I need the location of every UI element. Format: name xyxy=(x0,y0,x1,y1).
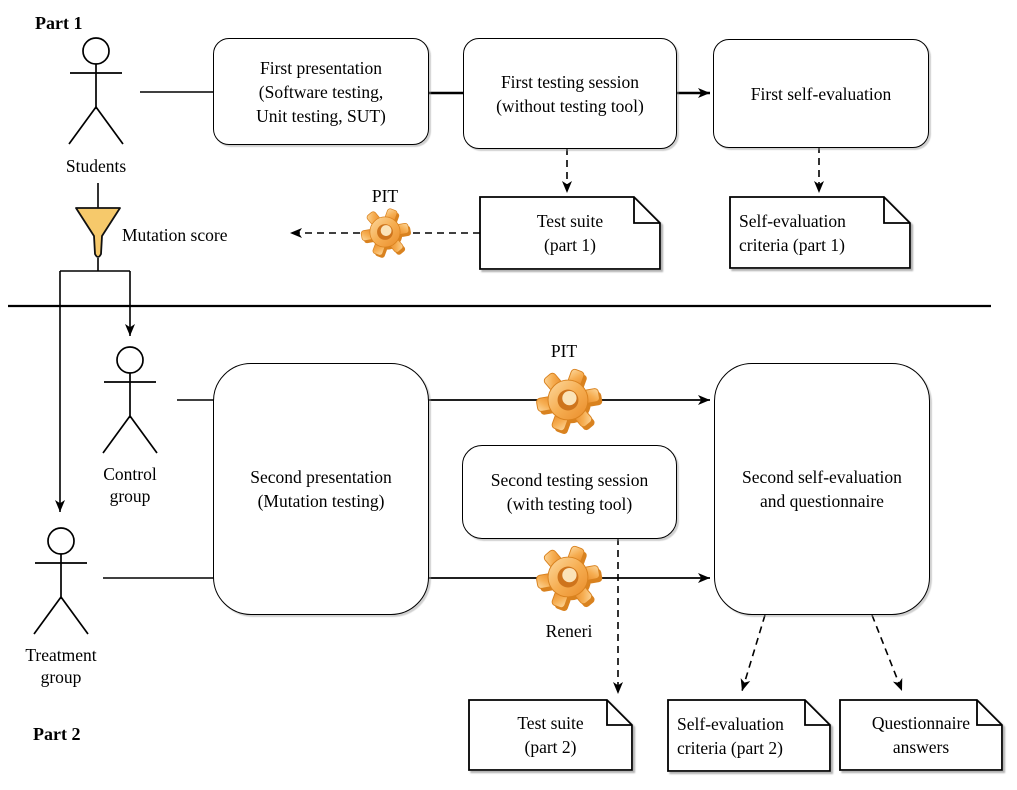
doc-text-line: Self-evaluation xyxy=(739,210,846,231)
box-text-line: (Software testing, xyxy=(258,81,384,102)
control-group-stick-figure-icon xyxy=(102,346,158,454)
test-suite2-label: Test suite (part 2) xyxy=(469,700,632,770)
first-self-evaluation-box: First self-evaluation xyxy=(713,39,929,148)
reneri-gear-icon xyxy=(536,545,603,612)
second-self-evaluation-box: Second self-evaluation and questionnaire xyxy=(714,363,930,615)
doc-text-line: criteria (part 1) xyxy=(739,234,845,255)
box-text-line: (Mutation testing) xyxy=(257,491,385,511)
label-line: group xyxy=(109,486,151,506)
pit-gear-icon-part1 xyxy=(361,208,412,259)
box-text-line: Unit testing, SUT) xyxy=(256,105,386,126)
doc-text-line: Self-evaluation xyxy=(677,713,784,734)
label-line: Control xyxy=(103,464,157,484)
label-line: group xyxy=(40,667,82,687)
doc-text-line: (part 2) xyxy=(524,737,577,757)
self-eval-criteria1-label: Self-evaluation criteria (part 1) xyxy=(739,197,910,268)
label-line: Treatment xyxy=(25,645,97,665)
box-text-line: (with testing tool) xyxy=(506,494,633,514)
pit-label-part2: PIT xyxy=(550,341,578,361)
box-text-line: First presentation xyxy=(260,57,382,78)
part1-title: Part 1 xyxy=(35,13,83,33)
self-eval-criteria2-label: Self-evaluation criteria (part 2) xyxy=(677,700,830,771)
questionnaire-answers-document-icon xyxy=(839,699,1003,771)
doc-text-line: criteria (part 2) xyxy=(677,737,783,758)
document-shapes xyxy=(468,196,1003,772)
funnel-icon xyxy=(75,207,121,258)
box-text-line: and questionnaire xyxy=(760,491,884,511)
box-text-line: (without testing tool) xyxy=(496,95,644,116)
students-label: Students xyxy=(65,156,127,176)
mutation-score-label: Mutation score xyxy=(122,225,228,245)
test-suite1-label: Test suite (part 1) xyxy=(480,197,660,269)
second-self-eval-to-criteria2-dashed-arrow xyxy=(740,614,766,692)
test-suite1-document-icon xyxy=(479,196,661,270)
part2-title: Part 2 xyxy=(33,724,81,744)
doc-text-line: (part 1) xyxy=(544,235,596,255)
doc-text-line: answers xyxy=(892,737,950,757)
pit-gear-icon-part2 xyxy=(536,368,603,435)
second-testing-session-box: Second testing session (with testing too… xyxy=(462,445,677,539)
box-text-line: Second testing session xyxy=(490,470,649,490)
self-eval-criteria2-document-icon xyxy=(667,699,831,772)
doc-text-line: Test suite xyxy=(517,713,584,733)
self-eval-criteria1-document-icon xyxy=(729,196,911,269)
dashed-connectors xyxy=(290,146,903,694)
questionnaire-answers-label: Questionnaire answers xyxy=(840,700,1002,770)
treatment-group-stick-figure-icon xyxy=(33,527,89,635)
reneri-label: Reneri xyxy=(545,621,593,641)
first-testing-session-box: First testing session (without testing t… xyxy=(463,38,677,149)
box-text-line: Second presentation xyxy=(250,467,392,487)
test-suite2-document-icon xyxy=(468,699,633,771)
treatment-group-label: Treatment group xyxy=(14,644,108,688)
first-presentation-box: First presentation (Software testing, Un… xyxy=(213,38,429,145)
box-text-line: First self-evaluation xyxy=(750,83,892,104)
pit-label-part1: PIT xyxy=(371,186,399,206)
control-group-label: Control group xyxy=(95,463,165,507)
second-self-eval-to-questionnaire-dashed-arrow xyxy=(871,614,903,692)
box-text-line: First testing session xyxy=(500,71,640,92)
doc-text-line: Test suite xyxy=(536,211,604,231)
box-text-line: Second self-evaluation xyxy=(742,467,902,487)
doc-text-line: Questionnaire xyxy=(871,713,971,733)
students-stick-figure-icon xyxy=(68,37,124,145)
second-presentation-box: Second presentation (Mutation testing) xyxy=(213,363,429,615)
